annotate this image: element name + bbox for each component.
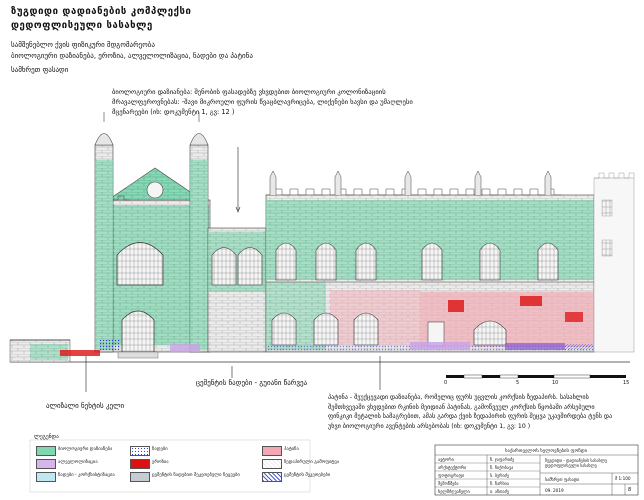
title-block-row-label: არქიტექტორი — [438, 465, 467, 470]
main-door — [121, 310, 155, 353]
title-block-org: საქართველოს ხელოვნების ფონდი — [505, 449, 588, 454]
legend-label: ბიოლოგიური დაზიანება — [58, 447, 113, 452]
title-block-row-value: ი. ანთაძე — [490, 489, 509, 494]
legend-label: ნადები - კორქსისტიზაცია — [58, 473, 115, 478]
title-block-row-value: ნ. ჩიქობავა — [490, 465, 514, 470]
legend-label: ზედაპირული გამოფიტვა — [284, 460, 340, 465]
terrace-wall — [9, 339, 71, 363]
title-block-date: 09. 2019 — [545, 488, 564, 493]
legend-swatch — [262, 472, 282, 482]
title-block-project: ზუგდიდი - დადიანების სასახლე დედოფლისეულ… — [545, 458, 608, 468]
right-tower — [593, 172, 635, 353]
subtitle-stone-condition: სამშენებლო ქვის ფიზიკური მდგომარეობა — [11, 41, 155, 49]
gable-oculus — [146, 181, 164, 199]
legend-swatch — [262, 459, 282, 469]
legend-label: ეროზია — [152, 460, 169, 465]
legend-swatch — [36, 459, 56, 469]
legend-label: ცემენტის შეკეთებები — [284, 473, 331, 478]
title-block-row-label: შემოწმება — [438, 481, 459, 486]
scale-label-15: 15 — [623, 380, 630, 386]
annotation-wall: ალიზალი ნეხტის კელი — [46, 402, 125, 410]
title-block-sheet-title: სამხრეთ ფასადი — [545, 477, 580, 482]
legend-label: პატინა — [284, 447, 299, 452]
drawing-title-line2: დედოფლისეული სასახლე — [11, 20, 153, 31]
legend-swatch — [262, 446, 282, 456]
title-block-row-label: ხელმძღვანელი — [438, 489, 470, 494]
legend-swatch — [130, 459, 150, 469]
scale-bar — [446, 374, 626, 379]
left-turret-outer — [94, 112, 114, 353]
legend-label: ნადები — [152, 447, 168, 452]
legend-swatch — [36, 472, 56, 482]
scale-label-0: 0 — [444, 380, 448, 386]
mid-connector — [207, 227, 267, 353]
title-block-sheet-no: 8 — [628, 487, 632, 493]
title-block-frame — [434, 444, 639, 496]
legend-swatch — [130, 472, 150, 482]
annotation-biological-damage: ბიოლოგიური დაზიანება: შენობის ფასადებზე … — [112, 88, 413, 116]
legend-title: ლეგენდა — [34, 434, 59, 440]
legend-swatch — [36, 446, 56, 456]
drawing-title-line1: ზუგდიდი დადიანების კომპლექსი — [11, 6, 192, 17]
title-block-row-value: ს. ბერიძე — [490, 473, 509, 478]
scale-label-5: 5 — [516, 380, 520, 386]
title-block-row-value: ნ. ნარსია — [490, 481, 509, 486]
title-block-scale: მ 1:100 — [615, 476, 631, 481]
legend-frame — [29, 439, 311, 493]
title-block-row-value: ნ. ჯაფარიძე — [490, 457, 515, 462]
legend-label: ალველოლიზაცია — [58, 460, 98, 465]
legend-swatch — [130, 446, 150, 456]
title-block-row-label: ფოტოგრაფი — [438, 473, 465, 478]
subtitle-damage-types: ბიოლოგიური დაზიანება, ეროზია, ალველოლიზა… — [11, 52, 253, 60]
scale-label-10: 10 — [552, 380, 559, 386]
annotation-patina: პატინა - შეუქცევადი დაზიანება, რომელიც ფ… — [328, 394, 613, 430]
subtitle-facade: სამხრეთ ფასადი — [11, 66, 69, 74]
legend-label: ცემენტის ნადებით შეკეთებული ნეგვები — [152, 473, 240, 478]
left-turret-inner — [189, 112, 209, 353]
title-block-row-label: ავტორი — [438, 457, 454, 462]
annotation-cement-deposits: ცემენტის ნადები - გუიანი წარვეა — [196, 379, 308, 387]
main-facade — [265, 170, 595, 353]
